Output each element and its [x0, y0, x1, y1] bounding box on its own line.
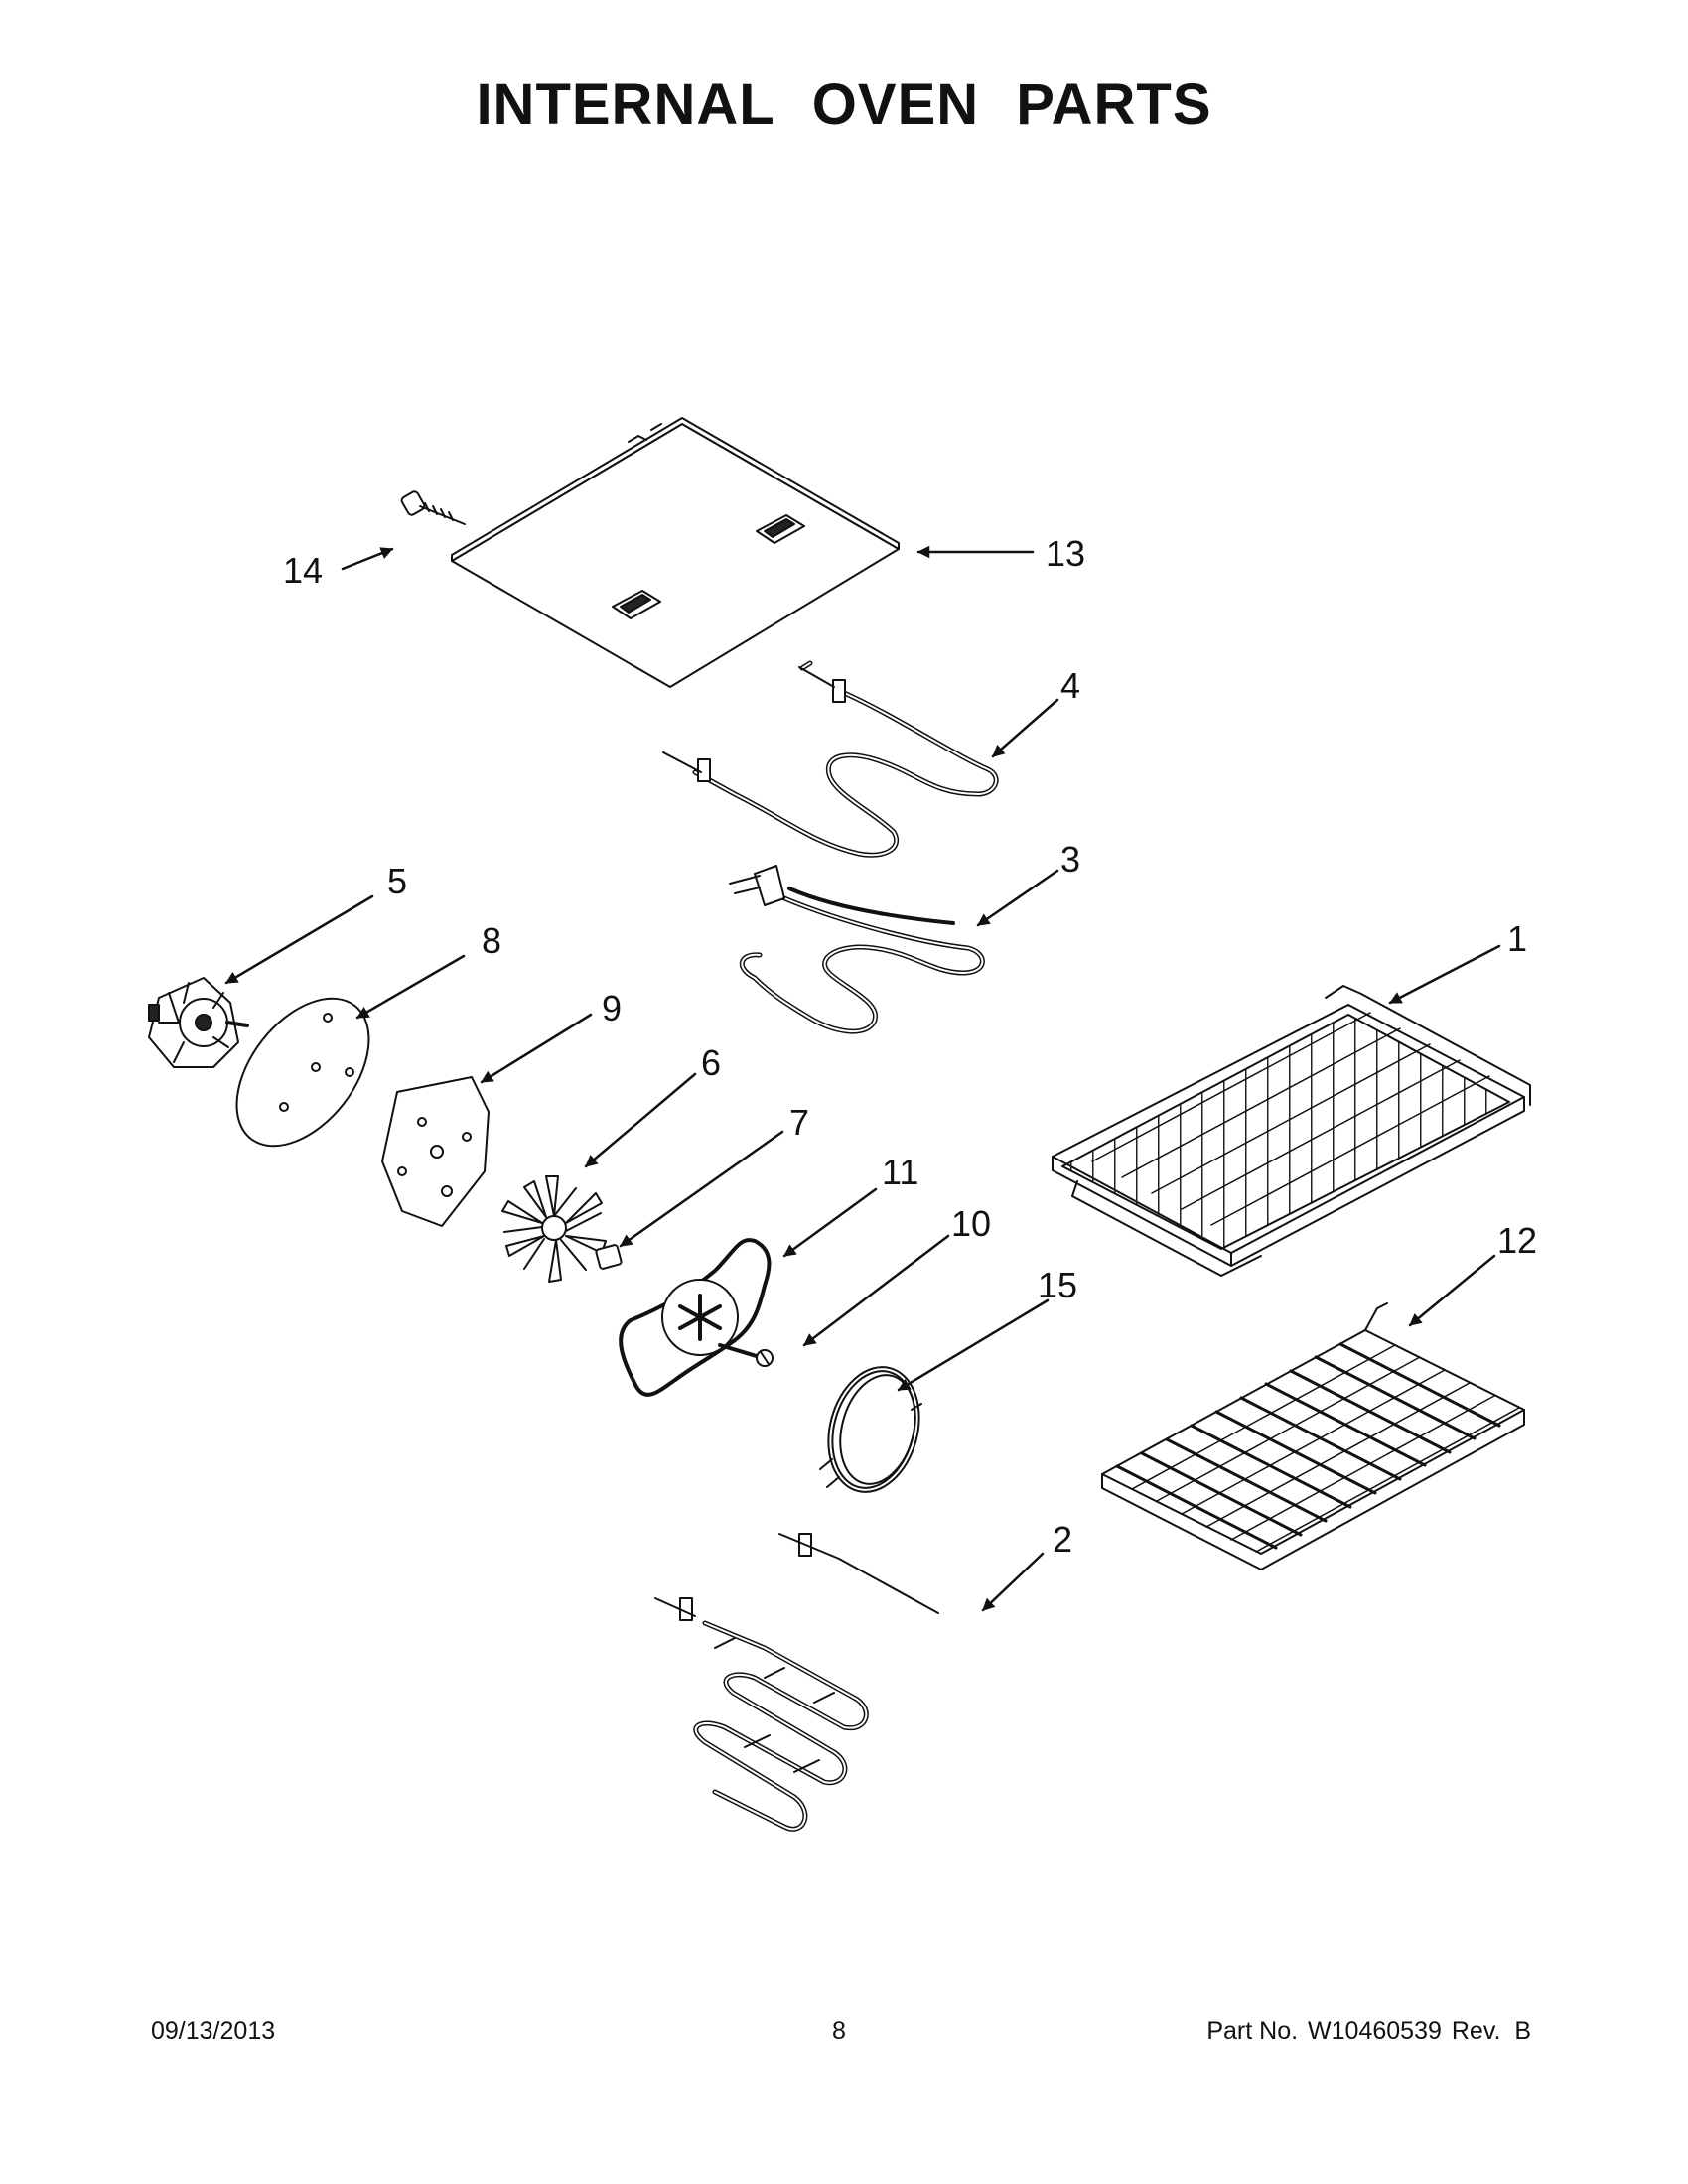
roll-out-rack [1052, 985, 1531, 1277]
callout-7: 7 [789, 1102, 809, 1143]
page-title: INTERNAL OVEN PARTS [0, 71, 1688, 138]
footer-part-info: Part No. W10460539 Rev. B [1196, 2017, 1531, 2046]
broil-element [662, 660, 999, 858]
callout-1: 1 [1507, 918, 1527, 959]
convection-element [819, 1366, 922, 1493]
leader-lines [224, 545, 1501, 1612]
callout-15: 15 [1038, 1265, 1077, 1305]
bake-element [729, 865, 985, 1034]
callout-8: 8 [482, 920, 501, 961]
fan-nut [595, 1244, 623, 1270]
footer-date: 09/13/2013 [151, 2017, 276, 2045]
part-number: W10460539 [1308, 2017, 1442, 2045]
callout-4: 4 [1060, 665, 1080, 706]
part-label: Part No. [1206, 2017, 1299, 2045]
gasket-screw [718, 1343, 774, 1367]
callout-9: 9 [602, 988, 622, 1028]
fan-baffle-plate [381, 1076, 490, 1227]
callout-2: 2 [1053, 1519, 1072, 1560]
panel-screw [400, 490, 466, 525]
title-word-3: PARTS [1016, 72, 1212, 137]
fan-blade [501, 1175, 607, 1283]
hidden-bake-element [654, 1533, 939, 1832]
callout-13: 13 [1046, 533, 1085, 574]
callout-14: 14 [283, 550, 323, 591]
fan-gasket [619, 1238, 772, 1397]
title-word-1: INTERNAL [476, 72, 775, 137]
title-word-2: OVEN [811, 72, 980, 137]
convection-motor [148, 977, 249, 1068]
callout-12: 12 [1497, 1220, 1537, 1261]
insulation-disc [235, 997, 370, 1148]
revision: Rev. B [1451, 2017, 1531, 2045]
callout-5: 5 [387, 861, 407, 901]
callout-3: 3 [1060, 839, 1080, 880]
oven-bottom-panel [451, 417, 900, 688]
footer-page-number: 8 [832, 2017, 846, 2045]
callout-6: 6 [701, 1042, 721, 1083]
callout-11: 11 [882, 1152, 918, 1192]
callout-10: 10 [951, 1203, 991, 1244]
flat-rack [1101, 1302, 1525, 1570]
